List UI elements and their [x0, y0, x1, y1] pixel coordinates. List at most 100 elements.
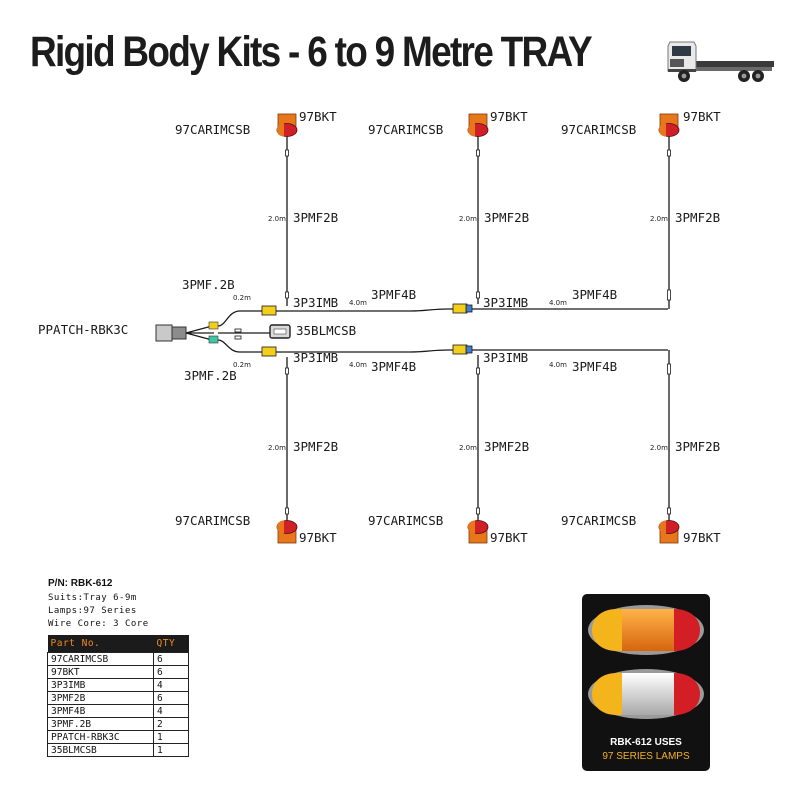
lamp-lens-amber	[659, 520, 666, 534]
qty-cell: 6	[153, 665, 189, 679]
lamps-bottom	[276, 520, 680, 544]
lamp-clear-lens-red	[674, 673, 700, 715]
wire-trunk-top	[268, 308, 668, 312]
joint	[234, 335, 242, 340]
patch-connector	[155, 324, 173, 342]
lamp-lens-amber	[277, 520, 284, 534]
lamp-amber-lens-amber	[622, 609, 674, 651]
patch-harness	[155, 321, 219, 344]
label-lead-length: 2.0m	[650, 215, 668, 223]
truck-tray	[694, 61, 774, 67]
joint	[667, 149, 671, 157]
lamp-lens-amber	[659, 123, 666, 137]
truck-wheel-rear-1-hub	[741, 73, 747, 79]
spec-wire-core: Wire Core: 3 Core	[48, 619, 149, 629]
label-patch: PPATCH-RBK3C	[38, 322, 128, 337]
patch-lead-yellow	[208, 321, 219, 330]
kit-spec: P/N: RBK-612 Suits:Tray 6-9m Lamps:97 Se…	[48, 578, 149, 631]
joint	[476, 291, 480, 299]
label-trunk-lead: 3PMF4B	[371, 287, 416, 302]
marker-lamp-icon	[658, 520, 680, 544]
joint	[285, 367, 289, 375]
inline-joints	[234, 149, 671, 515]
lamp-photo	[588, 605, 704, 719]
part-cell: 35BLMCSB	[47, 743, 154, 757]
label-trunk-lead: 3PMF4B	[572, 287, 617, 302]
label-bracket: 97BKT	[683, 530, 721, 545]
label-lamp: 97CARIMCSB	[368, 122, 443, 137]
plate-lamp-lens	[273, 328, 287, 335]
part-cell: 97CARIMCSB	[47, 652, 154, 666]
label-bracket: 97BKT	[683, 109, 721, 124]
label-tee: 3P3IMB	[483, 295, 528, 310]
label-tee: 3P3IMB	[483, 350, 528, 365]
marker-lamp-icon	[658, 113, 680, 137]
tee-connector	[465, 304, 473, 313]
label-lead: 3PMF2B	[293, 210, 338, 225]
label-lead-length: 0.2m	[233, 294, 251, 302]
label-lead-length: 4.0m	[349, 361, 367, 369]
number-plate-lamp	[269, 324, 291, 339]
label-lamp: 97CARIMCSB	[368, 513, 443, 528]
lamp-photo-card: RBK-612 USES 97 SERIES LAMPS	[582, 594, 710, 771]
wires	[217, 136, 670, 522]
label-lead: 3PMF2B	[675, 210, 720, 225]
tee-connector	[465, 345, 473, 354]
label-lead-length: 2.0m	[650, 444, 668, 452]
flatbed-truck-icon	[667, 41, 774, 82]
label-lead-length: 2.0m	[459, 215, 477, 223]
joint	[234, 328, 242, 333]
joint	[667, 507, 671, 515]
label-tee: 3P3IMB	[293, 295, 338, 310]
patch-lead-green	[208, 335, 219, 344]
wire-trunk-bottom	[268, 349, 668, 353]
marker-lamp-icon	[467, 113, 489, 137]
joint	[285, 149, 289, 157]
joint	[285, 291, 289, 299]
label-bracket: 97BKT	[299, 530, 337, 545]
patch-connector-body	[171, 326, 187, 340]
label-lead-length: 4.0m	[349, 299, 367, 307]
joint	[476, 149, 480, 157]
label-bracket: 97BKT	[299, 109, 337, 124]
qty-cell: 4	[153, 704, 189, 718]
labels-top-leads: 2.0m 3PMF2B 2.0m 3PMF2B 2.0m 3PMF2B	[268, 210, 720, 225]
lamp-amber-lens-red	[674, 609, 700, 651]
tee-connector	[452, 344, 468, 355]
marker-lamp-icon	[467, 520, 489, 544]
truck-windscreen	[672, 46, 691, 56]
label-lamp: 97CARIMCSB	[175, 122, 250, 137]
labels-bottom-row: 97CARIMCSB 97BKT 97CARIMCSB 97BKT 97CARI…	[175, 513, 721, 545]
label-patch-lead: 3PMF.2B	[184, 368, 237, 383]
lamp-lens-amber	[468, 123, 475, 137]
truck-grille	[670, 59, 684, 67]
label-lead: 3PMF2B	[484, 210, 529, 225]
wire-branch-top	[217, 310, 268, 327]
label-lamp: 97CARIMCSB	[561, 122, 636, 137]
label-lead-length: 2.0m	[268, 444, 286, 452]
label-lead-length: 2.0m	[459, 444, 477, 452]
parts-table-header: Part No. QTY	[47, 635, 189, 653]
label-lead: 3PMF2B	[675, 439, 720, 454]
part-cell: PPATCH-RBK3C	[47, 730, 154, 744]
labels-trunk: 3PMF.2B 0.2m 3P3IMB 4.0m 3PMF4B 3P3IMB 4…	[38, 277, 617, 383]
spec-suits: Suits:Tray 6-9m	[48, 593, 137, 603]
qty-cell: 1	[153, 743, 189, 757]
spec-lamps: Lamps:97 Series	[48, 606, 137, 616]
qty-cell: 2	[153, 717, 189, 731]
label-lamp: 97CARIMCSB	[175, 513, 250, 528]
label-bracket: 97BKT	[490, 109, 528, 124]
joint	[476, 367, 480, 375]
label-tee: 3P3IMB	[293, 350, 338, 365]
part-cell: 97BKT	[47, 665, 154, 679]
label-lamp: 97CARIMCSB	[561, 513, 636, 528]
lamp-lens-amber	[468, 520, 475, 534]
wire-branch-bottom	[217, 339, 268, 353]
